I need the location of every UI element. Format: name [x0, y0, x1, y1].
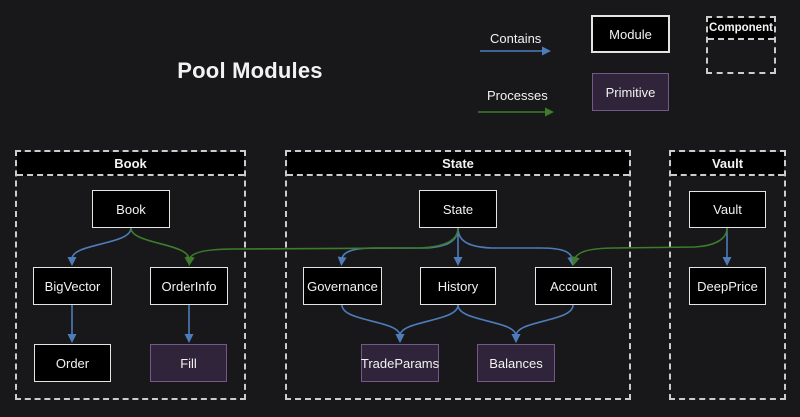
node-account-label: Account — [550, 278, 597, 294]
container-vault: Vault — [669, 150, 786, 400]
node-balances: Balances — [477, 344, 555, 382]
node-account: Account — [535, 267, 612, 305]
container-vault-title: Vault — [671, 152, 784, 176]
node-order-label: Order — [55, 355, 90, 371]
node-vault: Vault — [689, 191, 766, 228]
node-tradeparams: TradeParams — [361, 344, 439, 382]
legend-component-box: Component — [706, 16, 776, 74]
node-fill-label: Fill — [180, 355, 197, 371]
node-governance-label: Governance — [307, 278, 378, 294]
legend-component-label: Component — [708, 18, 774, 40]
container-book: Book — [15, 150, 246, 400]
legend-module-box: Module — [591, 15, 670, 53]
node-governance: Governance — [303, 267, 382, 305]
node-book-label: Book — [116, 201, 146, 217]
node-orderinfo-label: OrderInfo — [161, 278, 217, 294]
node-vault-label: Vault — [713, 202, 742, 217]
node-book: Book — [92, 190, 170, 228]
node-history-label: History — [437, 278, 479, 294]
legend-processes-label: Processes — [487, 88, 548, 103]
node-deepprice: DeepPrice — [689, 267, 766, 305]
node-history: History — [420, 267, 496, 305]
legend-primitive-box: Primitive — [592, 73, 669, 111]
node-state: State — [419, 190, 497, 228]
container-state-title: State — [287, 152, 629, 176]
node-order: Order — [34, 344, 111, 382]
node-state-label: State — [442, 201, 474, 217]
page-title: Pool Modules — [177, 58, 323, 83]
node-bigvector: BigVector — [33, 267, 112, 305]
node-orderinfo: OrderInfo — [150, 267, 228, 305]
node-tradeparams-label: TradeParams — [360, 355, 440, 371]
legend-primitive-label: Primitive — [605, 84, 656, 100]
container-state: State — [285, 150, 631, 400]
legend-contains-label: Contains — [490, 31, 542, 46]
legend-module-label: Module — [609, 26, 652, 42]
node-fill: Fill — [150, 344, 227, 382]
container-book-title: Book — [17, 152, 244, 176]
node-deepprice-label: DeepPrice — [697, 278, 758, 294]
node-bigvector-label: BigVector — [44, 278, 101, 294]
node-balances-label: Balances — [489, 355, 543, 371]
